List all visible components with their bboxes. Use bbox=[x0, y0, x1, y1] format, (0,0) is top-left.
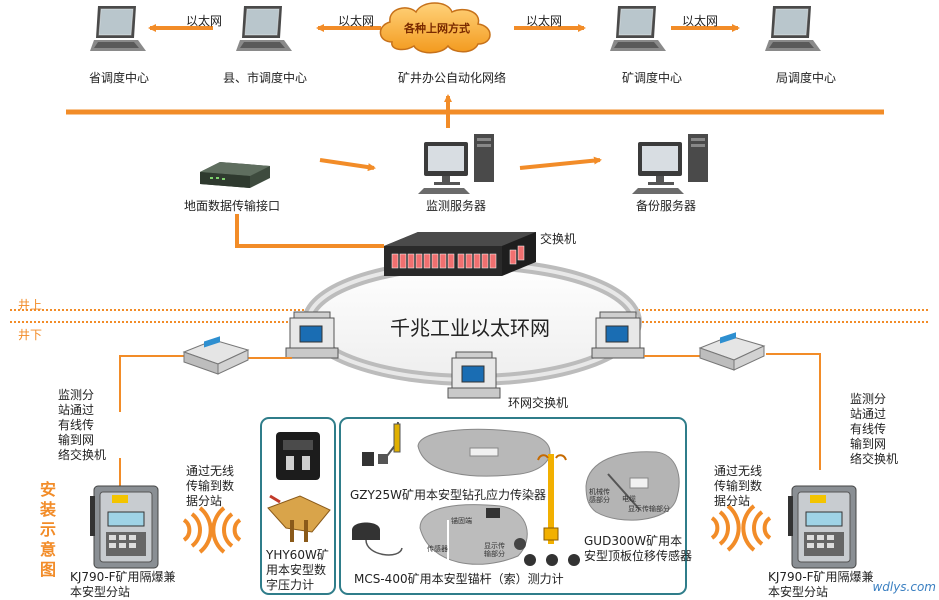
cloud-icon bbox=[379, 2, 491, 54]
router-icon bbox=[200, 162, 270, 188]
roof-diagram-icon bbox=[585, 451, 680, 521]
arrow-to-server bbox=[319, 158, 376, 172]
node-province: 省调度中心 bbox=[88, 71, 150, 85]
left-wireless-note: 通过无线 传输到数 据分站 bbox=[186, 464, 235, 508]
substation-icon-right bbox=[787, 485, 857, 569]
right-substation-label: KJ790-F矿用隔爆兼 本安型分站 bbox=[768, 570, 874, 599]
server-icon-backup bbox=[632, 134, 708, 194]
junction-box-icon-right bbox=[699, 331, 765, 371]
left-wired-note: 监测分 站通过 有线传 输到网 络交换机 bbox=[58, 388, 107, 462]
roof-sensor-icon bbox=[524, 454, 580, 566]
wireless-icon-left-b bbox=[211, 506, 242, 554]
watermark: wdlys.com bbox=[872, 580, 936, 594]
anchor-meter-icon bbox=[352, 504, 528, 565]
level-below: 井下 bbox=[18, 328, 43, 342]
junction-box-icon-left bbox=[183, 335, 249, 375]
link-label-4: 以太网 bbox=[682, 14, 719, 28]
node-office-network: 矿井办公自动化网络 bbox=[397, 71, 507, 85]
anchor-end-label: 锚固端 bbox=[451, 517, 472, 525]
left-substation-label: KJ790-F矿用隔爆兼 本安型分站 bbox=[70, 570, 176, 599]
side-label: 安装示意图 bbox=[40, 480, 57, 579]
node-bureau: 局调度中心 bbox=[775, 71, 837, 85]
node-mine: 矿调度中心 bbox=[621, 71, 683, 85]
left-wired-line bbox=[119, 355, 184, 412]
switch-label: 交换机 bbox=[540, 232, 577, 246]
arrow-to-backup bbox=[519, 156, 602, 170]
switch-icon bbox=[384, 232, 536, 276]
display-a-label: 显示传 输部分 bbox=[484, 542, 505, 558]
laptop-icon-province bbox=[89, 5, 147, 52]
ring-label: 千兆工业以太环网 bbox=[390, 316, 550, 340]
node-county: 县、市调度中心 bbox=[222, 71, 308, 85]
sensor-a-label: 传感器 bbox=[427, 545, 448, 553]
laptop-icon-county bbox=[235, 5, 293, 52]
right-wired-line bbox=[766, 353, 821, 470]
interface-switch-line bbox=[235, 214, 384, 248]
laptop-icon-mine bbox=[609, 5, 667, 52]
ring-switch-label: 环网交换机 bbox=[508, 396, 569, 410]
roof-sensor-label: GUD300W矿用本 安型顶板位移传感器 bbox=[584, 534, 693, 563]
anchor-meter-label: MCS-400矿用本安型锚杆（索）测力计 bbox=[354, 572, 564, 586]
wireless-icon-left-a bbox=[182, 506, 213, 554]
wireless-icon-right-b bbox=[741, 504, 772, 552]
cloud-label: 各种上网方式 bbox=[404, 22, 470, 35]
level-above: 井上 bbox=[18, 298, 43, 312]
right-wired-note: 监测分 站通过 有线传 输到网 络交换机 bbox=[850, 392, 899, 466]
drill-stress-label: GZY25W矿用本安型钻孔应力传染器 bbox=[350, 488, 546, 502]
pressure-gauge-icon bbox=[267, 432, 331, 542]
sensor-group-frame bbox=[339, 417, 687, 595]
monitor-server-label: 监测服务器 bbox=[425, 199, 487, 213]
laptop-icon-bureau bbox=[764, 5, 822, 52]
pressure-gauge-label: YHY60W矿 用本安型数 字压力计 bbox=[266, 548, 329, 592]
display-b-label: 显示传输部分 bbox=[628, 505, 670, 513]
right-wireless-note: 通过无线 传输到数 据分站 bbox=[714, 464, 763, 508]
link-label-2: 以太网 bbox=[338, 14, 375, 28]
ring-switch-icon-bottom bbox=[447, 351, 501, 399]
ring-switch-icon-left bbox=[285, 311, 339, 359]
cable-label: 电缆 bbox=[622, 495, 636, 503]
ground-interface-label: 地面数据传输接口 bbox=[183, 199, 281, 213]
wireless-icon-right-a bbox=[710, 504, 741, 552]
link-label-1: 以太网 bbox=[186, 14, 223, 28]
mech-a-label: 机械传 感部分 bbox=[589, 488, 610, 504]
backup-server-label: 备份服务器 bbox=[635, 199, 697, 213]
link-label-3: 以太网 bbox=[526, 14, 563, 28]
drill-stress-sensor-icon bbox=[362, 421, 551, 477]
substation-icon-left bbox=[89, 485, 159, 569]
server-icon-monitor bbox=[418, 134, 494, 194]
ring-switch-icon-right bbox=[591, 311, 645, 359]
